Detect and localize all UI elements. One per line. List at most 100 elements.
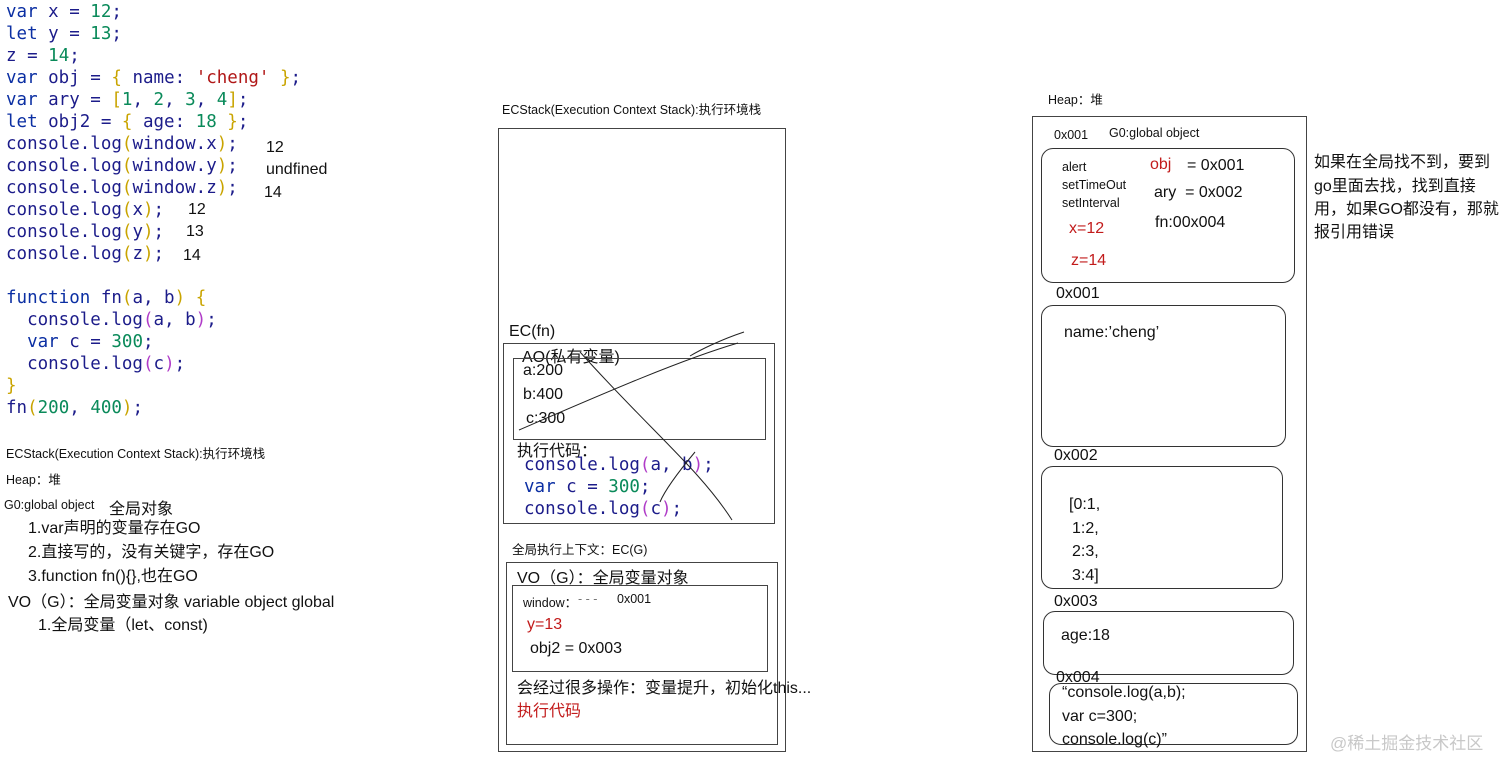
source-code-token: fn <box>90 288 122 308</box>
source-code-token: } <box>227 112 238 132</box>
source-code-token: console.log <box>6 354 143 374</box>
source-code-token: { <box>121 112 133 132</box>
source-code-token: y <box>132 222 143 242</box>
source-code-line: let obj2 = { age: 18 }; <box>6 111 301 133</box>
heap-block-0x003 <box>1043 611 1294 675</box>
source-code-token: var <box>6 2 38 22</box>
result-x: 12 <box>188 201 206 218</box>
source-code-token: ; <box>142 332 154 352</box>
source-code-token: z = <box>6 46 49 66</box>
result-y: 13 <box>186 223 204 240</box>
source-code-token: console.log <box>6 134 122 154</box>
source-code-token: age: <box>132 112 196 132</box>
source-code-line: console.log(y); <box>6 221 301 243</box>
heap-block-0x002-line-4: 3:4] <box>1072 567 1099 584</box>
heap-addr-0x001: 0x001 <box>1056 285 1100 302</box>
fn-code-token: ; <box>671 499 683 519</box>
source-code-line: let y = 13; <box>6 23 301 45</box>
ec-fn-box <box>503 343 775 524</box>
fn-code-token: var <box>524 477 556 497</box>
vo-g-label: VO（G）：全局变量对象 <box>517 570 689 587</box>
source-code-token: ) <box>195 310 207 330</box>
rule-1: 1.var声明的变量存在GO <box>28 520 201 537</box>
source-code-token: ; <box>237 112 249 132</box>
source-code-token: ; <box>290 68 302 88</box>
source-code-token: { <box>111 68 122 88</box>
fn-code-token: ) <box>661 499 672 519</box>
source-code-token: } <box>6 376 17 396</box>
fn-code-token: ; <box>703 455 714 475</box>
heap-block-0x004 <box>1049 683 1298 745</box>
side-note-line-3: 用，如果GO都没有，那就 <box>1314 201 1499 218</box>
result-window-z: 14 <box>264 184 282 201</box>
source-code-token: ( <box>142 354 154 374</box>
exec-note: 执行代码 <box>517 703 582 720</box>
source-code-token: ( <box>27 398 38 418</box>
source-code-token: let <box>6 24 38 44</box>
source-code-token: let <box>6 112 38 132</box>
fn-code-token: ) <box>692 455 704 475</box>
watermark: @稀土掘金技术社区 <box>1330 734 1484 753</box>
source-code-token: 12 <box>90 2 112 22</box>
heap-block-0x003-line: age:18 <box>1061 627 1110 644</box>
vo-obj2: obj2 = 0x003 <box>530 640 623 657</box>
source-code-line: } <box>6 375 301 397</box>
ec-g-label: 全局执行上下文：EC(G) <box>512 543 648 557</box>
source-code-token: ) <box>216 156 228 176</box>
source-code-token: x <box>132 200 143 220</box>
source-code-token: ] <box>227 90 238 110</box>
ao-a: a:200 <box>523 362 564 379</box>
source-code-token: { <box>195 288 207 308</box>
ao-box <box>513 358 766 440</box>
heap-container <box>1032 116 1307 752</box>
go-ary: ary = 0x002 <box>1154 184 1243 201</box>
source-code-token: var <box>6 68 38 88</box>
source-code-token: ; <box>237 90 249 110</box>
result-window-y: undfined <box>266 161 328 178</box>
vo-rule-1: 1.全局变量（let、const) <box>38 617 208 634</box>
cross-stroke-3 <box>689 331 745 357</box>
cross-stroke-1 <box>518 342 739 431</box>
source-code-line: console.log(window.y); <box>6 155 301 177</box>
go-builtin-alert: alert <box>1062 160 1087 174</box>
heap-block-0x004-line-2: var c=300; <box>1062 708 1138 725</box>
go-note: G0:global object <box>4 498 95 512</box>
source-code-token: ; <box>227 156 238 176</box>
ecstack-note: ECStack(Execution Context Stack):执行环境栈 <box>6 447 266 461</box>
vo-y: y=13 <box>527 616 563 633</box>
source-code-token: ; <box>227 178 238 198</box>
go-title: G0:global object <box>1109 126 1200 140</box>
source-code-token: ( <box>121 222 133 242</box>
window-label: window： <box>523 596 578 610</box>
vo-g-box <box>512 585 768 672</box>
window-dash: - - - <box>578 592 598 606</box>
go-addr: 0x001 <box>1054 128 1089 142</box>
source-code-token: 18 <box>195 112 217 132</box>
source-code-token: ) <box>143 222 154 242</box>
source-code-token: window.x <box>132 134 217 154</box>
source-code-token: fn <box>6 398 28 418</box>
source-code-block: var x = 12;let y = 13;z = 14;var obj = {… <box>6 1 301 419</box>
heap-note: Heap：堆 <box>6 473 61 487</box>
go-fn: fn:00x004 <box>1155 214 1226 231</box>
source-code-token: ) <box>216 178 228 198</box>
source-code-token: z <box>132 244 143 264</box>
source-code-token: 300 <box>111 332 143 352</box>
source-code-token: console.log <box>6 310 143 330</box>
fn-code-line: console.log(c); <box>524 498 714 520</box>
source-code-token: ; <box>111 24 122 44</box>
source-code-token: 400 <box>90 398 122 418</box>
source-code-token: ( <box>121 178 133 198</box>
source-code-token: ; <box>69 46 80 66</box>
source-code-token: console.log <box>6 200 122 220</box>
source-code-token: console.log <box>6 244 122 264</box>
ecstack-container <box>498 128 786 752</box>
source-code-line: console.log(window.x); <box>6 133 301 155</box>
ao-b: b:400 <box>523 386 564 403</box>
source-code-token: 2 <box>153 90 165 110</box>
cross-stroke-2 <box>579 351 733 521</box>
go-obj-key: obj <box>1150 156 1172 173</box>
source-code-token: 'cheng' <box>195 68 270 88</box>
source-code-line: function fn(a, b) { <box>6 287 301 309</box>
